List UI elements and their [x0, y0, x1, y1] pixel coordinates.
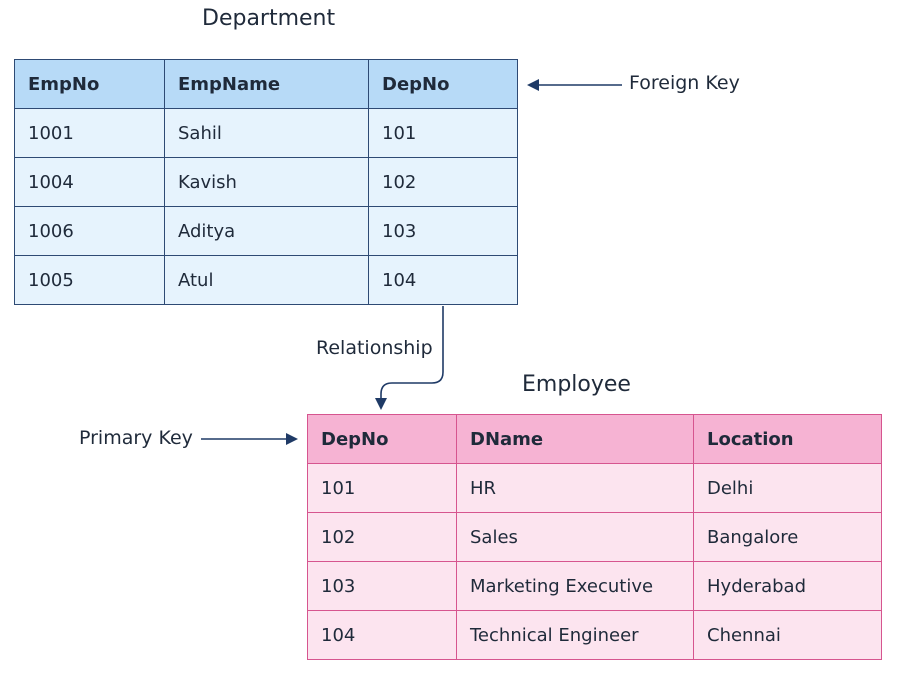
table-cell: 104: [368, 255, 518, 305]
table-cell: 102: [368, 157, 518, 207]
department-header-row: EmpNo EmpName DepNo: [14, 59, 518, 109]
table-row: 1006 Aditya 103: [14, 206, 518, 256]
table-cell: 1006: [14, 206, 165, 256]
table-cell: 1001: [14, 108, 165, 158]
table-cell: 101: [307, 463, 457, 513]
department-header-depno: DepNo: [368, 59, 518, 109]
department-table: EmpNo EmpName DepNo 1001 Sahil 101 1004 …: [14, 59, 518, 305]
table-cell: Aditya: [164, 206, 369, 256]
table-row: 1001 Sahil 101: [14, 108, 518, 158]
table-row: 101 HR Delhi: [307, 463, 882, 513]
table-cell: 101: [368, 108, 518, 158]
table-row: 1005 Atul 104: [14, 255, 518, 305]
table-cell: Kavish: [164, 157, 369, 207]
employee-header-row: DepNo DName Location: [307, 414, 882, 464]
table-row: 103 Marketing Executive Hyderabad: [307, 561, 882, 611]
table-cell: Bangalore: [693, 512, 882, 562]
department-title: Department: [202, 6, 336, 31]
table-cell: Delhi: [693, 463, 882, 513]
table-cell: Chennai: [693, 610, 882, 660]
table-row: 102 Sales Bangalore: [307, 512, 882, 562]
table-cell: Sahil: [164, 108, 369, 158]
table-cell: 104: [307, 610, 457, 660]
primary-key-arrow: [201, 433, 298, 445]
table-cell: 103: [368, 206, 518, 256]
foreign-key-label: Foreign Key: [629, 72, 740, 94]
employee-header-location: Location: [693, 414, 882, 464]
table-cell: HR: [456, 463, 694, 513]
table-cell: Atul: [164, 255, 369, 305]
table-cell: 103: [307, 561, 457, 611]
table-cell: Hyderabad: [693, 561, 882, 611]
relationship-label: Relationship: [316, 337, 433, 359]
employee-title: Employee: [522, 372, 631, 397]
table-row: 104 Technical Engineer Chennai: [307, 610, 882, 660]
table-row: 1004 Kavish 102: [14, 157, 518, 207]
table-cell: Technical Engineer: [456, 610, 694, 660]
employee-header-dname: DName: [456, 414, 694, 464]
employee-header-depno: DepNo: [307, 414, 457, 464]
employee-table: DepNo DName Location 101 HR Delhi 102 Sa…: [307, 414, 882, 660]
table-cell: 1005: [14, 255, 165, 305]
table-cell: Marketing Executive: [456, 561, 694, 611]
table-cell: 1004: [14, 157, 165, 207]
table-cell: 102: [307, 512, 457, 562]
department-header-empno: EmpNo: [14, 59, 165, 109]
primary-key-label: Primary Key: [79, 427, 193, 449]
table-cell: Sales: [456, 512, 694, 562]
department-header-empname: EmpName: [164, 59, 369, 109]
foreign-key-arrow: [527, 79, 622, 91]
